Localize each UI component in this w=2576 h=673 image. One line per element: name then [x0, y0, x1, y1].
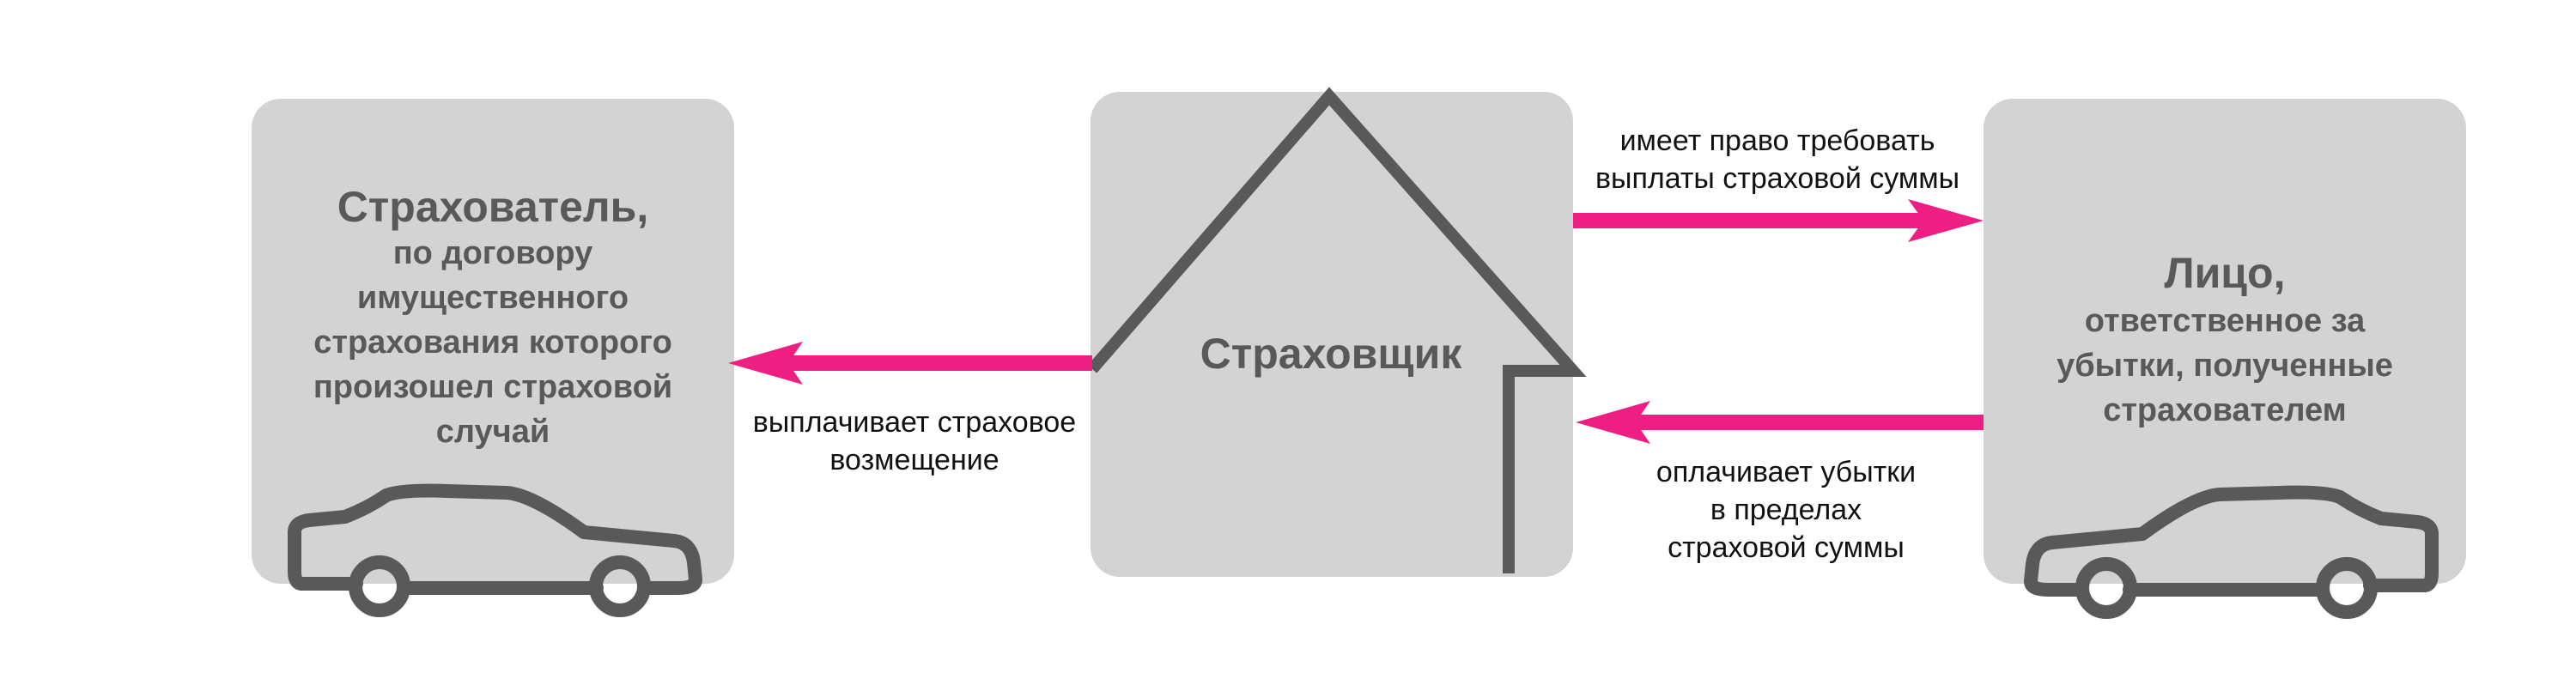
- right-party-title-comma: ,: [2273, 249, 2286, 297]
- arrow-to-center-label-line: страховой суммы: [1668, 531, 1905, 564]
- arrow-to-center-label: оплачивает убытки в пределах страховой с…: [1606, 453, 1966, 567]
- arrow-to-right-label-line: выплаты страховой суммы: [1595, 162, 1960, 195]
- arrow-to-left-label: выплачивает страховое возмещение: [734, 403, 1095, 479]
- left-party-description-line: имущественного: [356, 280, 629, 316]
- arrow-to-left-party: [728, 342, 1092, 385]
- arrow-to-right-label-line: имеет право требовать: [1619, 124, 1935, 157]
- left-party-description-line: произошел страховой: [313, 369, 673, 405]
- house-outline-icon: [1087, 87, 1587, 573]
- arrow-to-center-party: [1576, 401, 1984, 444]
- right-party-description-line: страхователем: [2103, 392, 2347, 428]
- right-party-title-line: Лицо,: [1992, 247, 2458, 299]
- left-party-card: [252, 99, 734, 584]
- right-party-description-line: ответственное за: [2084, 303, 2366, 339]
- arrow-to-left-label-line: возмещение: [829, 444, 999, 476]
- right-party-card: [1984, 99, 2466, 584]
- car-icon: [2024, 485, 2439, 619]
- center-party-title: Страховщик: [1200, 330, 1462, 378]
- right-party-description-line: убытки, полученные: [2057, 348, 2393, 384]
- center-party-card: [1091, 92, 1573, 577]
- car-icon: [288, 483, 702, 617]
- left-party-text: Страхователь, по договору имущественного…: [258, 183, 728, 454]
- right-party-text: Лицо, ответственное за убытки, полученны…: [1992, 247, 2458, 433]
- arrow-to-center-label-line: в пределах: [1710, 494, 1862, 526]
- arrow-to-left-label-line: выплачивает страховое: [752, 406, 1077, 439]
- arrow-to-right-party: [1573, 199, 1984, 242]
- left-party-title: Страхователь,: [337, 183, 649, 231]
- arrow-to-center-label-line: оплачивает убытки: [1656, 456, 1917, 488]
- left-party-description-line: страхования которого: [313, 324, 672, 361]
- arrow-to-right-label: имеет право требовать выплаты страховой …: [1576, 122, 1979, 197]
- center-party-text: Страховщик: [1185, 330, 1477, 378]
- left-party-description-line: случай: [435, 414, 550, 450]
- left-party-description-line: по договору: [392, 235, 593, 271]
- right-party-title: Лицо: [2164, 249, 2274, 297]
